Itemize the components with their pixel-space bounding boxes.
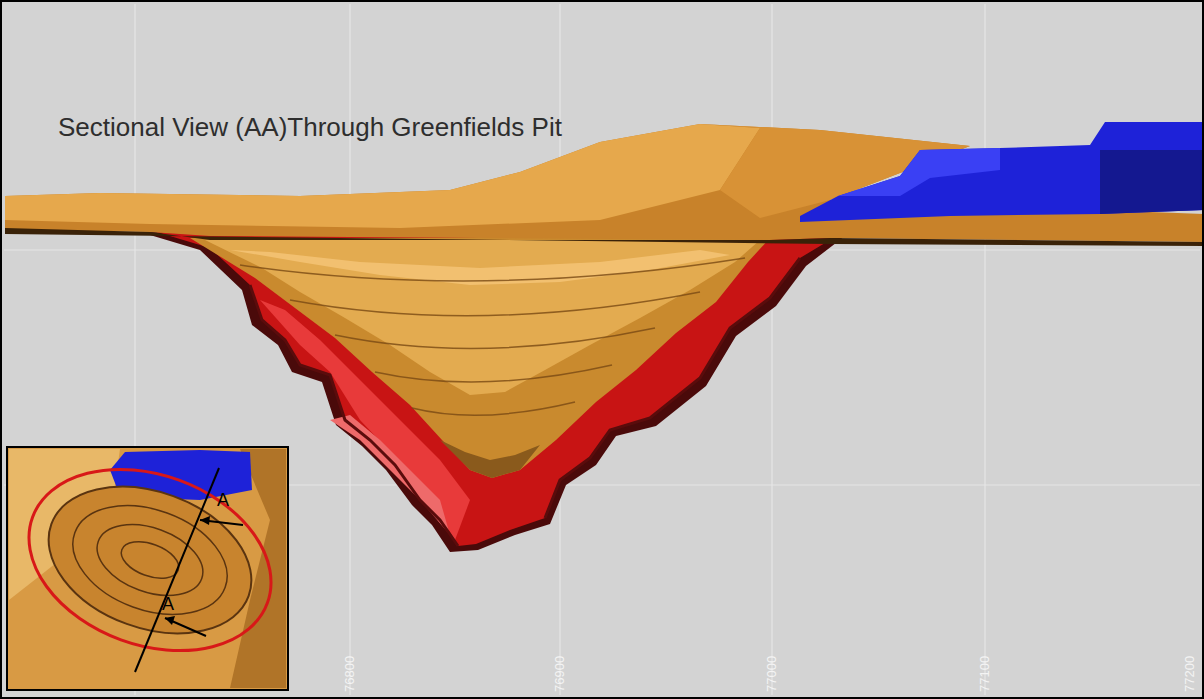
axis-tick-label: 76800 <box>342 656 357 692</box>
axis-tick-label: 77000 <box>764 656 779 692</box>
figure-title: Sectional View (AA)Through Greenfields P… <box>58 112 562 143</box>
section-marker: A <box>162 594 174 615</box>
axis-tick-label: 76900 <box>552 656 567 692</box>
section-marker: A <box>217 490 229 511</box>
axis-tick-label: 77200 <box>1182 656 1197 692</box>
axis-tick-label: 77100 <box>977 656 992 692</box>
